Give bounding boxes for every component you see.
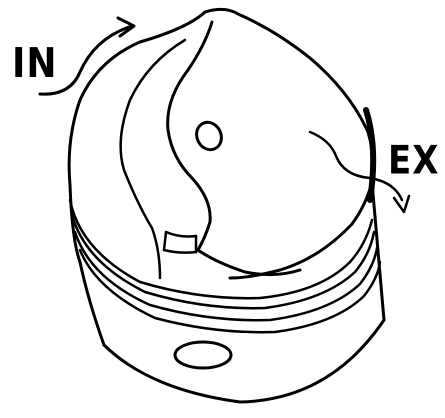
piston-crown-outline	[205, 9, 373, 278]
crown-hole	[192, 118, 226, 154]
intake-label: IN	[12, 40, 58, 87]
wrist-pin-hole	[175, 342, 231, 368]
bowl-step	[164, 232, 196, 253]
piston-crown-left-edge	[69, 12, 205, 185]
exhaust-label: EX	[388, 138, 439, 184]
ring-groove-1	[70, 200, 372, 298]
skirt-right-side	[372, 182, 384, 320]
crown-inner-contour	[121, 40, 185, 278]
